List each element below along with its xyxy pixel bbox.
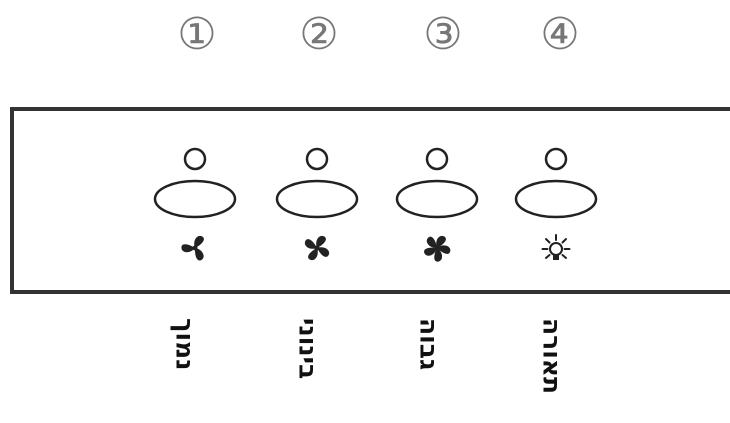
indicator-led <box>425 147 449 171</box>
light-bulb-icon <box>536 228 576 268</box>
fan-low-icon <box>175 228 215 268</box>
indicator-led <box>305 147 329 171</box>
control-panel <box>10 107 730 294</box>
number-1: ① <box>177 9 217 60</box>
indicator-led <box>544 147 568 171</box>
light-button[interactable] <box>513 147 599 227</box>
fan-low-button[interactable] <box>152 147 238 227</box>
number-3: ③ <box>423 9 463 60</box>
fan-high-icon <box>417 228 457 268</box>
number-2: ② <box>299 9 339 60</box>
indicator-led <box>183 147 207 171</box>
label-low: נמוך <box>170 318 200 371</box>
fan-high-button[interactable] <box>394 147 480 227</box>
number-4: ④ <box>540 9 580 60</box>
fan-medium-button[interactable] <box>274 147 360 227</box>
fan-medium-icon <box>297 228 337 268</box>
label-light: תאורה <box>537 318 567 395</box>
label-medium: בינוני <box>293 318 323 380</box>
label-high: גבוה <box>414 318 444 371</box>
